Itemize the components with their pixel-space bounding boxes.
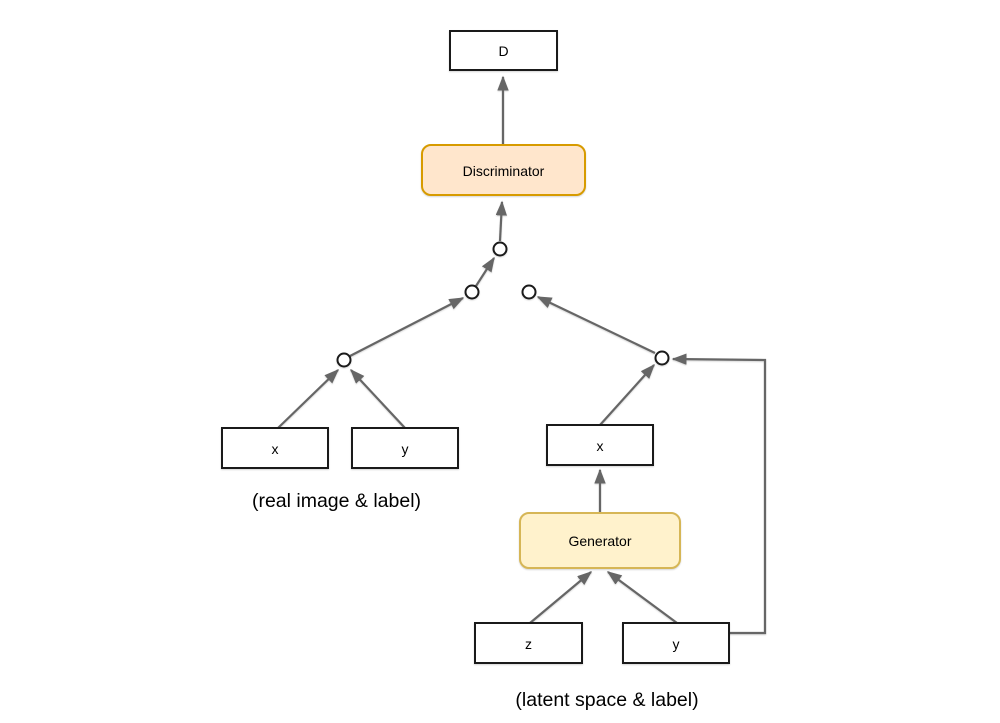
caption-latent-space-label: (latent space & label): [515, 689, 698, 711]
edge-leftmid-merge-to-top-merge: [475, 258, 495, 287]
edge-real-x-to-concat: [277, 370, 338, 429]
node-discriminator: [421, 144, 586, 196]
node-label-y-label: y: [673, 636, 680, 652]
node-latent-z: [474, 622, 583, 664]
node-generated-x-label: x: [597, 438, 604, 454]
node-real-x-label: x: [272, 441, 279, 457]
node-d-output-label: D: [498, 43, 508, 59]
node-generator: [519, 512, 681, 569]
merge-circle-left-mid-icon: [464, 284, 480, 300]
node-layer: [221, 30, 730, 664]
model-node-layer: [421, 144, 681, 569]
node-d-output: [449, 30, 558, 71]
edge-real-y-to-concat: [351, 370, 406, 429]
merge-circle-real-concat-icon: [336, 352, 352, 368]
edge-label-y-to-generator: [608, 571, 678, 624]
node-real-x: [221, 427, 329, 469]
merge-circle-top-icon: [492, 241, 508, 257]
node-label-y: [622, 622, 730, 664]
node-discriminator-label: Discriminator: [463, 163, 545, 179]
edge-layer: [277, 77, 767, 635]
edge-real-concat-to-leftmid-merge: [349, 297, 463, 357]
edge-generated-x-to-concat: [599, 365, 654, 426]
node-real-y-label: y: [402, 441, 409, 457]
node-generated-x: [546, 424, 654, 466]
merge-circle-generated-concat-icon: [654, 350, 670, 366]
caption-real-image-label: (real image & label): [252, 490, 421, 512]
node-generator-label: Generator: [568, 533, 631, 549]
edge-generated-concat-to-rightmid-merge: [538, 296, 656, 354]
label-layer: D Discriminator x y x Generator z y (rea…: [252, 43, 699, 711]
merge-circle-right-mid-icon: [521, 284, 537, 300]
edge-latent-z-to-generator: [529, 572, 591, 624]
edge-label-y-feedback-to-concat: [673, 359, 767, 635]
edge-top-merge-to-discriminator: [500, 202, 502, 242]
node-real-y: [351, 427, 459, 469]
node-latent-z-label: z: [525, 636, 532, 652]
